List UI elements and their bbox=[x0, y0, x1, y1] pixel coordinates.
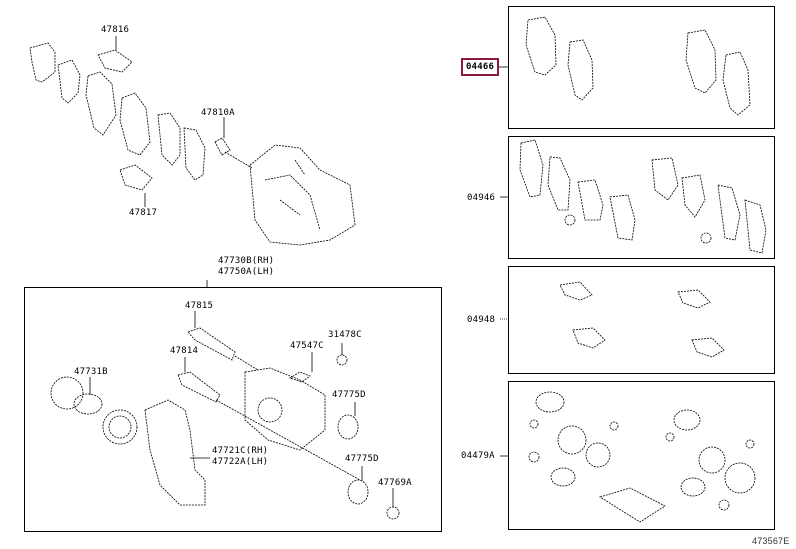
boot-upper bbox=[337, 414, 359, 440]
kit-label-04948[interactable]: 04948 bbox=[467, 315, 496, 325]
caliper-body bbox=[249, 144, 356, 246]
bleeder-upper bbox=[214, 137, 231, 156]
shim-inner bbox=[57, 59, 81, 104]
caliper-lower bbox=[244, 367, 326, 451]
boot-lower bbox=[347, 479, 369, 505]
kit-frame-04466 bbox=[508, 6, 775, 129]
kit-frame-04946 bbox=[508, 136, 775, 259]
part-label-47816[interactable]: 47816 bbox=[101, 25, 130, 35]
part-label-31478C[interactable]: 31478C bbox=[328, 330, 362, 340]
kit-label-04946[interactable]: 04946 bbox=[467, 193, 496, 203]
part-label-47814[interactable]: 47814 bbox=[170, 346, 199, 356]
part-label-47730B[interactable]: 47730B(RH) bbox=[218, 256, 275, 266]
torque-plate bbox=[144, 399, 206, 506]
part-label-47769A[interactable]: 47769A bbox=[378, 478, 412, 488]
part-label-47775D-upper[interactable]: 47775D bbox=[332, 390, 366, 400]
kit-label-04466-selected[interactable]: 04466 bbox=[461, 58, 500, 76]
kit-frame-04948 bbox=[508, 266, 775, 374]
part-label-47547C[interactable]: 47547C bbox=[290, 341, 324, 351]
bleeder-lower bbox=[289, 371, 311, 383]
piston bbox=[73, 393, 103, 415]
shim-4 bbox=[183, 127, 206, 181]
shim-outer bbox=[29, 42, 56, 83]
shim-3 bbox=[157, 112, 181, 166]
part-label-47817[interactable]: 47817 bbox=[129, 208, 158, 218]
part-label-47815[interactable]: 47815 bbox=[185, 301, 214, 311]
kit-label-04479A[interactable]: 04479A bbox=[461, 451, 495, 461]
caliper-detail bbox=[264, 159, 321, 231]
pin-lower bbox=[177, 371, 221, 403]
kit-frame-04479A bbox=[508, 381, 775, 530]
figure-code: 473567E bbox=[752, 536, 790, 546]
part-label-47810A[interactable]: 47810A bbox=[201, 108, 235, 118]
brake-pad bbox=[85, 71, 117, 136]
piston-seal bbox=[102, 409, 138, 445]
clip-upper bbox=[97, 49, 133, 73]
part-label-47750A[interactable]: 47750A(LH) bbox=[218, 267, 275, 277]
part-label-47721C[interactable]: 47721C(RH) bbox=[212, 446, 269, 456]
part-label-47775D-lower[interactable]: 47775D bbox=[345, 454, 379, 464]
clip-lower bbox=[119, 164, 153, 191]
part-label-47731B[interactable]: 47731B bbox=[74, 367, 108, 377]
part-label-47722A[interactable]: 47722A(LH) bbox=[212, 457, 269, 467]
pin-upper bbox=[187, 327, 236, 361]
seal-ring bbox=[50, 376, 84, 410]
caliper-assembly-frame bbox=[24, 287, 442, 532]
brake-pad-2 bbox=[119, 92, 151, 156]
